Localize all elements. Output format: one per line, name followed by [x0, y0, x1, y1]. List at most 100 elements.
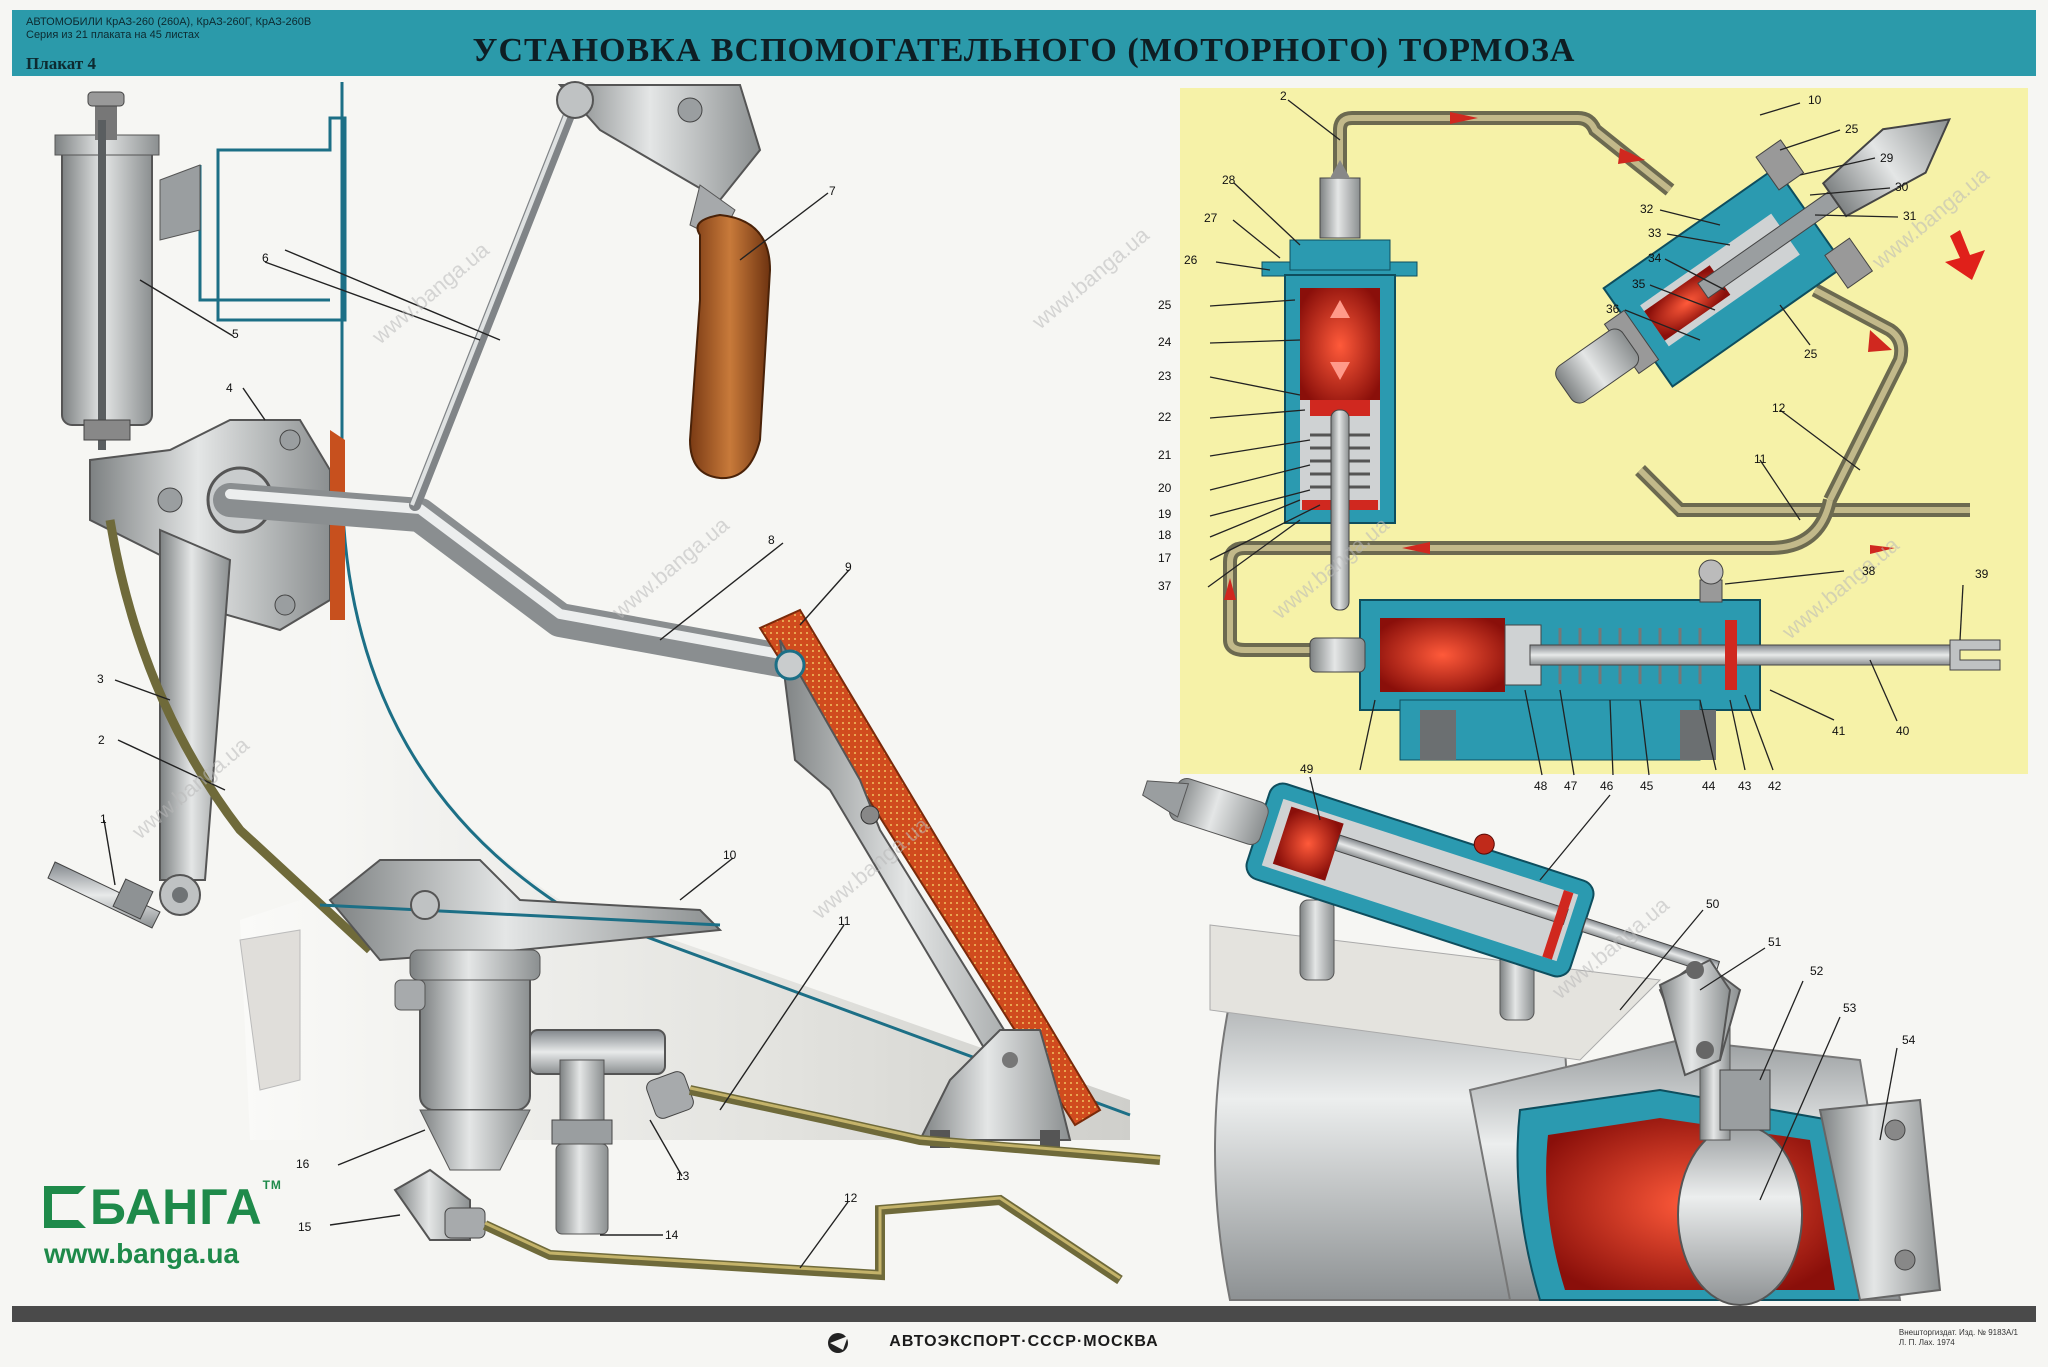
part-14-switch — [551, 1059, 613, 1235]
callout: 46 — [1600, 779, 1614, 793]
callout: 12 — [844, 1191, 858, 1205]
butterfly-valve — [1677, 1124, 1803, 1306]
watermark-4: www.banga.ua — [1026, 221, 1154, 334]
callout: 25 — [1845, 122, 1859, 136]
brand-url[interactable]: www.banga.ua — [44, 1238, 239, 1269]
part-7-hand-lever — [556, 81, 772, 480]
callout: 31 — [1903, 209, 1917, 223]
callout: 29 — [1880, 151, 1894, 165]
footer-imprint: Внешторгиздат. Изд. № 9183А/1 Л. П. Лах.… — [1899, 1328, 2018, 1348]
callout: 3 — [97, 672, 104, 686]
part-2-cable — [105, 519, 374, 954]
series-info: АВТОМОБИЛИ КрАЗ-260 (260А), КрАЗ-260Г, К… — [26, 16, 311, 42]
series-line-1: АВТОМОБИЛИ КрАЗ-260 (260А), КрАЗ-260Г, К… — [26, 16, 312, 28]
callout: 53 — [1843, 1001, 1857, 1015]
callout: 26 — [1184, 253, 1198, 267]
watermark-1: www.banga.ua — [366, 236, 494, 349]
inset-pedal-valve — [1555, 118, 1952, 404]
callout: 2 — [98, 733, 105, 747]
callout: 25 — [1158, 298, 1172, 312]
callout: 38 — [1862, 564, 1876, 578]
footer-publisher: АВТОЭКСПОРТ·СССР·МОСКВА — [889, 1333, 1159, 1350]
part-5-cylinder — [54, 91, 201, 450]
part-15-elbow — [393, 1168, 486, 1241]
callout: 43 — [1738, 779, 1752, 793]
part-13-fitting — [646, 1071, 694, 1119]
callout: 34 — [1648, 251, 1662, 265]
part-10-valve-pedal — [319, 859, 723, 962]
callout: 35 — [1632, 277, 1646, 291]
footer-bar — [12, 1306, 2036, 1322]
part-16-valve-body — [394, 949, 666, 1171]
callout: 10 — [723, 848, 737, 862]
callout: 30 — [1895, 180, 1909, 194]
brand-logo-icon — [44, 1186, 86, 1228]
exhaust-brake-assembly — [1209, 899, 1942, 1306]
poster-title: УСТАНОВКА ВСПОМОГАТЕЛЬНОГО (МОТОРНОГО) Т… — [472, 32, 1576, 69]
firewall-flange — [216, 116, 347, 322]
callout: 39 — [1975, 567, 1989, 581]
callout: 8 — [768, 533, 775, 547]
callout: 10 — [1808, 93, 1822, 107]
callout: 19 — [1158, 507, 1172, 521]
callout: 44 — [1702, 779, 1716, 793]
callout: 33 — [1648, 226, 1662, 240]
plakat-number: Плакат 4 — [26, 54, 96, 73]
callout: 42 — [1768, 779, 1782, 793]
callout: 23 — [1158, 369, 1172, 383]
callout: 13 — [676, 1169, 690, 1183]
callout: 54 — [1902, 1033, 1916, 1047]
part-3-lever — [159, 528, 232, 916]
callout: 15 — [298, 1220, 312, 1234]
callout-labels: 1 2 3 4 5 6 7 8 9 10 11 12 13 14 15 16 2… — [97, 89, 1989, 1242]
callout: 9 — [845, 560, 852, 574]
part-1-adjusting-bolt — [47, 861, 161, 929]
callout: 21 — [1158, 448, 1172, 462]
brand-logo-text: БАНГА — [90, 1179, 263, 1235]
callout: 24 — [1158, 335, 1172, 349]
brand-tm: TM — [262, 1178, 282, 1192]
brand-block: БАНГАTM www.banga.ua — [44, 1178, 282, 1270]
callout: 36 — [1606, 302, 1620, 316]
footer-imprint-line-2: Л. П. Лах. 1974 — [1898, 1338, 1955, 1347]
inset-valve-cylinder — [1261, 160, 1418, 611]
brand-logo: БАНГАTM — [44, 1178, 282, 1236]
callout: 17 — [1158, 551, 1172, 565]
callout: 11 — [838, 914, 851, 928]
mount-plate — [239, 929, 301, 1091]
callout: 1 — [100, 812, 107, 826]
callout: 52 — [1810, 964, 1824, 978]
callout: 20 — [1158, 481, 1172, 495]
callout: 11 — [1754, 452, 1767, 466]
callout: 32 — [1640, 202, 1654, 216]
series-line-2: Серия из 21 плаката на 45 листах — [26, 29, 200, 41]
inset-power-cylinder — [1309, 559, 2001, 761]
callout: 48 — [1534, 779, 1548, 793]
callout: 5 — [232, 327, 239, 341]
part-49-cylinder-cutaway — [1142, 777, 1721, 978]
callout: 2 — [1280, 89, 1287, 103]
publisher-emblem — [828, 1333, 848, 1353]
callout: 41 — [1832, 724, 1846, 738]
callout: 18 — [1158, 528, 1172, 542]
callout: 51 — [1768, 935, 1782, 949]
callout: 7 — [829, 184, 836, 198]
callout: 25 — [1804, 347, 1818, 361]
watermark-2: www.banga.ua — [606, 511, 734, 624]
part-6-push-rod — [409, 94, 581, 511]
callout: 14 — [665, 1228, 679, 1242]
part-11-tube — [688, 1085, 1161, 1165]
callout: 45 — [1640, 779, 1654, 793]
force-arrow — [1945, 230, 1985, 280]
callout: 28 — [1222, 173, 1236, 187]
callout: 27 — [1204, 211, 1218, 225]
callout: 50 — [1706, 897, 1720, 911]
callout: 47 — [1564, 779, 1578, 793]
callout: 37 — [1158, 579, 1172, 593]
footer-imprint-line-1: Внешторгиздат. Изд. № 9183А/1 — [1898, 1328, 2018, 1337]
callout: 22 — [1158, 410, 1172, 424]
cutaway-inset — [1180, 88, 2028, 776]
callout: 16 — [296, 1157, 310, 1171]
